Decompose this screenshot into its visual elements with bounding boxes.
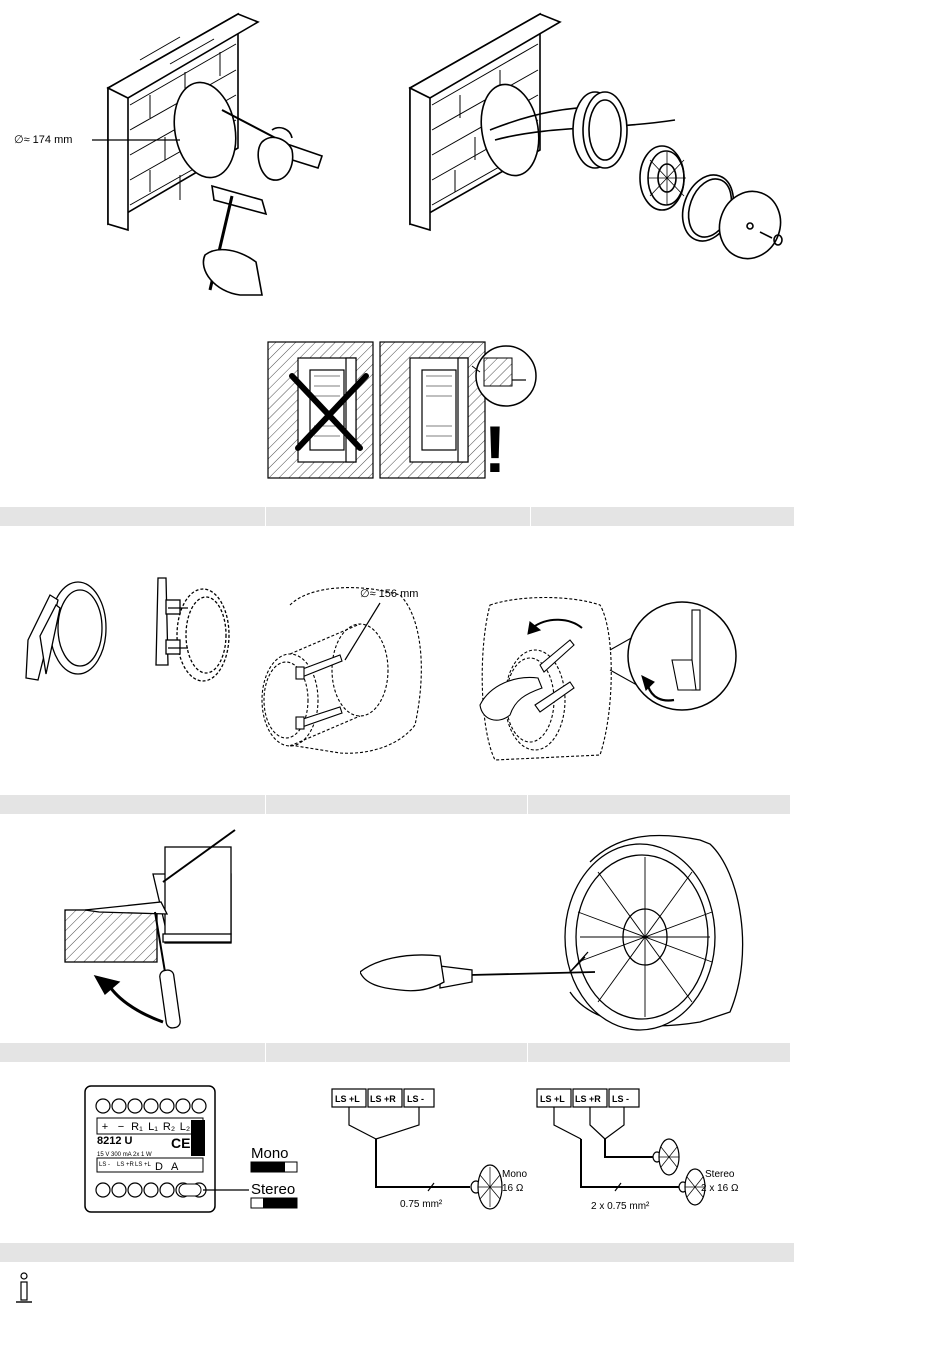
info-icon <box>14 1272 34 1306</box>
mono-speaker-type: Mono <box>502 1169 527 1180</box>
module-spec: 15 V 300 mA 2x 1 W <box>97 1152 152 1158</box>
terminal-label: LS +L <box>540 1094 565 1104</box>
mono-impedance: 16 Ω <box>502 1183 524 1194</box>
terminal-label: R₁ <box>131 1121 143 1133</box>
terminal-label: L₁ <box>148 1121 158 1133</box>
stereo-wiring-diagram: LS +L LS +R LS - 2 x 0.75 mm² Stereo 2 x… <box>535 1085 765 1220</box>
terminal-label: − <box>118 1121 124 1133</box>
d-label: D <box>155 1161 163 1173</box>
ls-label: LS +R <box>117 1162 135 1168</box>
ls-label: LS +L <box>135 1162 152 1168</box>
terminal-label: LS - <box>612 1094 629 1104</box>
warning-mark: ! <box>484 412 506 486</box>
mounting-insertion-illustration: ∅≈ 156 mm <box>250 575 450 765</box>
mono-cable-label: 0.75 mm² <box>400 1199 443 1210</box>
mounting-clamp-illustration <box>18 570 238 690</box>
mono-wiring-diagram: LS +L LS +R LS - 0.75 mm² Mono 16 Ω <box>330 1085 550 1220</box>
terminal-label: L₂ <box>180 1121 190 1133</box>
terminal-label: + <box>102 1121 108 1133</box>
terminal-label: R₂ <box>163 1121 175 1133</box>
flush-mount-comparison: ! <box>262 336 552 486</box>
stereo-impedance: 2 x 16 Ω <box>701 1183 739 1194</box>
a-label: A <box>171 1161 179 1173</box>
mono-label: Mono <box>251 1145 289 1162</box>
stereo-cable-label: 2 x 0.75 mm² <box>591 1201 650 1212</box>
frame-removal-illustration <box>55 822 245 1037</box>
terminal-label: LS +R <box>370 1094 396 1104</box>
section-divider-2 <box>0 795 790 814</box>
section-divider-3 <box>0 1043 790 1062</box>
stereo-label: Stereo <box>251 1181 295 1198</box>
terminal-label: LS - <box>407 1094 424 1104</box>
stereo-speaker-type: Stereo <box>705 1169 735 1180</box>
amplifier-module: + − R₁ L₁ R₂ L₂ 8212 U CE 15 V 300 mA 2x… <box>75 1082 315 1222</box>
ls-label: LS - <box>99 1162 110 1168</box>
section-divider-1 <box>0 507 794 526</box>
terminal-label: LS +L <box>335 1094 360 1104</box>
hole-diameter-label: ∅≈ 174 mm <box>14 134 72 146</box>
clamp-tightening-illustration <box>470 590 760 770</box>
mount-hole-diameter-label: ∅≈ 156 mm <box>360 588 418 600</box>
speaker-grille-removal-illustration <box>360 832 785 1037</box>
wall-chiselling-illustration: ∅≈ 174 mm <box>0 0 380 300</box>
ce-mark: CE <box>171 1135 190 1151</box>
exploded-speaker-illustration <box>400 0 820 300</box>
module-model: 8212 U <box>97 1135 133 1147</box>
section-divider-4 <box>0 1243 794 1262</box>
terminal-label: LS +R <box>575 1094 601 1104</box>
